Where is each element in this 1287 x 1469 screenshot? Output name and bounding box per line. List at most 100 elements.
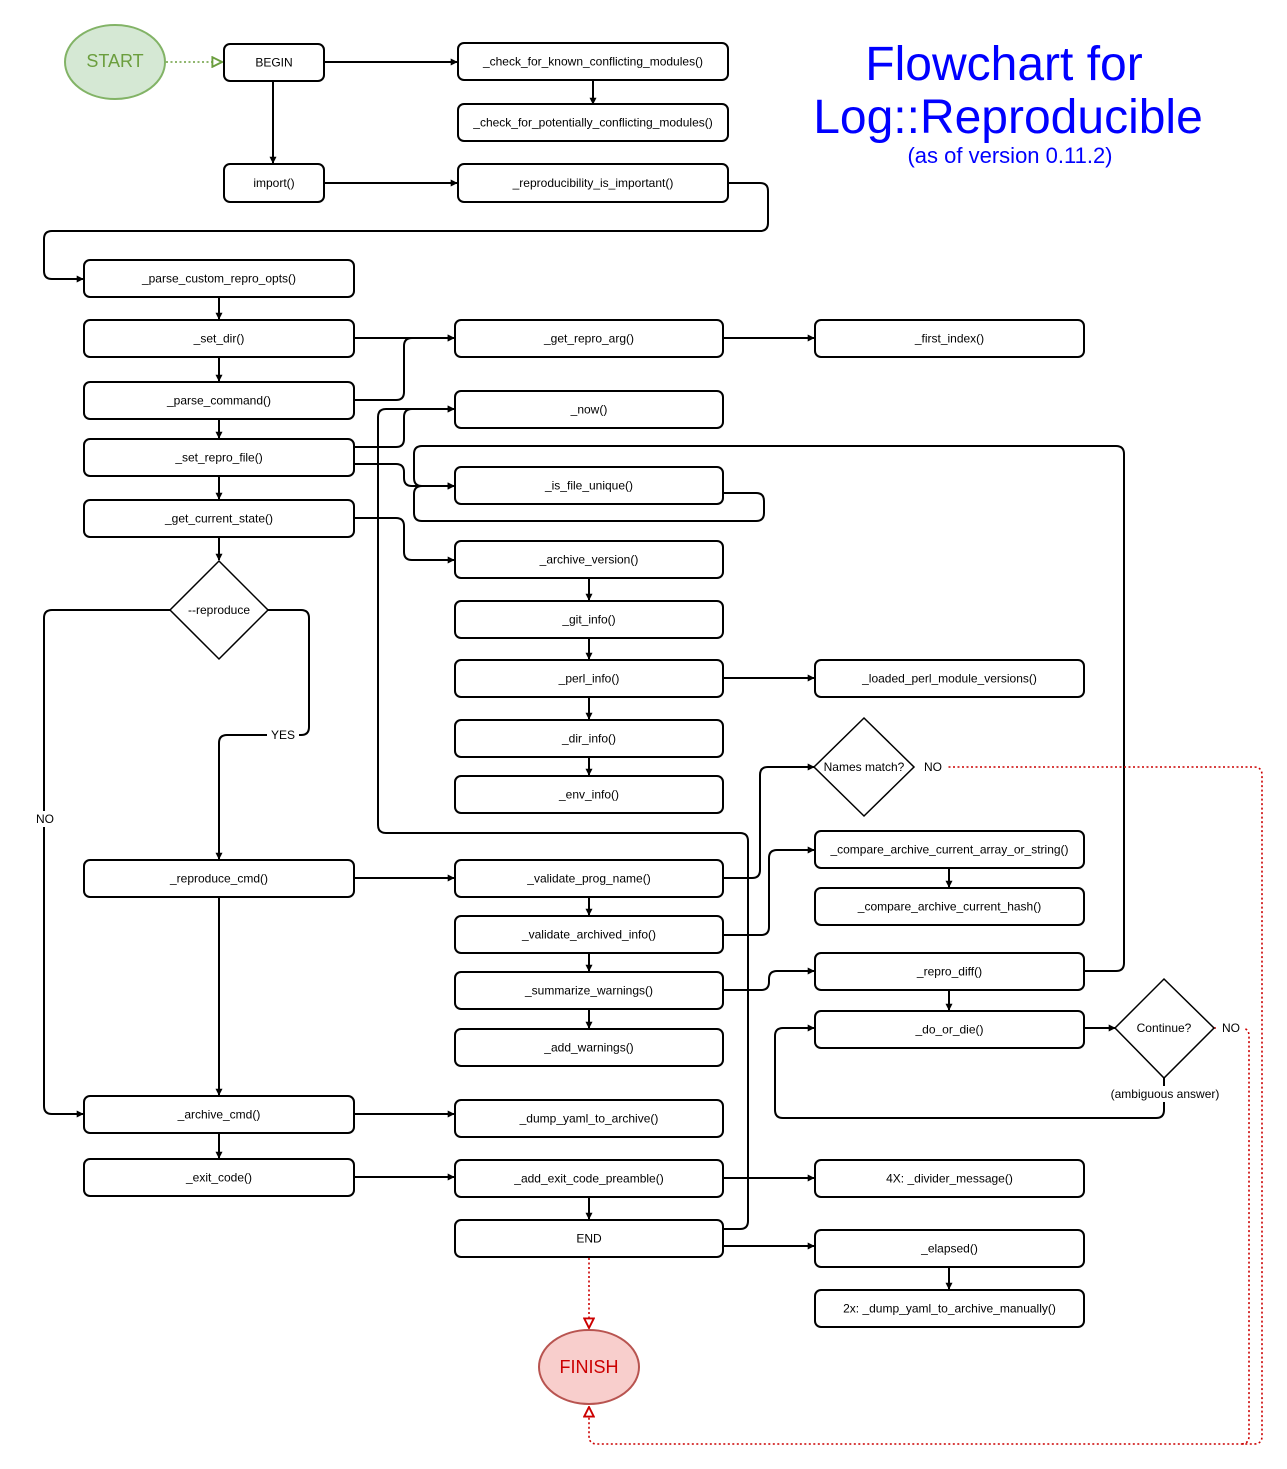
decision-reproduce-label: --reproduce [188,603,250,617]
node-set-dir[interactable]: _set_dir() [83,319,355,358]
node-elapsed[interactable]: _elapsed() [814,1229,1085,1268]
node-parse-custom[interactable]: _parse_custom_repro_opts() [83,259,355,298]
node-label: _loaded_perl_module_versions() [861,672,1037,686]
edge-names-match-no-finish [589,766,1263,1445]
node-check-known[interactable]: _check_for_known_conflicting_modules() [457,42,729,81]
node-validate-prog[interactable]: _validate_prog_name() [454,859,724,898]
finish-terminal[interactable]: FINISH [538,1329,640,1405]
edge-get-current-state-archive-version [354,517,455,564]
node-is-file-unique[interactable]: _is_file_unique() [454,466,724,505]
node-repro-important[interactable]: _reproducibility_is_important() [457,163,729,203]
node-summarize[interactable]: _summarize_warnings() [454,971,724,1010]
edge-validate-prog-names-match [723,763,815,879]
node-box [814,1289,1085,1328]
label-ambiguous-answer: (ambiguous answer) [1111,1087,1220,1101]
decision-names-match[interactable]: Names match? [812,716,916,818]
node-exit-code[interactable]: _exit_code() [83,1158,355,1197]
node-box [814,830,1085,869]
node-loaded-perl[interactable]: _loaded_perl_module_versions() [814,659,1085,698]
node-label: BEGIN [255,56,292,70]
decision-reproduce[interactable]: --reproduce [168,559,270,661]
node-label: _parse_custom_repro_opts() [141,272,296,286]
node-dump-yaml[interactable]: _dump_yaml_to_archive() [454,1099,724,1138]
node-box [457,103,729,142]
node-label: _dir_info() [561,732,616,746]
decision-names-match-label: Names match? [824,760,905,774]
edge-labels: YES NO NO NO (ambiguous answer) [32,727,1244,1102]
label-yes: YES [271,728,295,742]
decision-continue[interactable]: Continue? [1113,977,1216,1080]
node-box [83,1158,355,1197]
node-perl-info[interactable]: _perl_info() [454,659,724,698]
node-divider[interactable]: 4X: _divider_message() [814,1159,1085,1198]
node-do-or-die[interactable]: _do_or_die() [814,1010,1085,1049]
start-terminal[interactable]: START [64,24,166,100]
node-box [454,659,724,698]
node-repro-diff[interactable]: _repro_diff() [814,952,1085,991]
node-first-index[interactable]: _first_index() [814,319,1085,358]
finish-label: FINISH [559,1357,618,1377]
node-box [454,859,724,898]
node-compare-hash[interactable]: _compare_archive_current_hash() [814,887,1085,926]
node-box [83,381,355,420]
node-compare-array[interactable]: _compare_archive_current_array_or_string… [814,830,1085,869]
node-label: _check_for_known_conflicting_modules() [482,55,703,69]
node-box [454,971,724,1010]
node-box [454,390,724,429]
node-box [454,319,724,358]
node-label: _compare_archive_current_hash() [857,900,1041,914]
node-label: END [576,1232,602,1246]
node-label: _reproducibility_is_important() [512,176,674,190]
node-end[interactable]: END [454,1219,724,1258]
node-box [814,319,1085,358]
node-dump-manual[interactable]: 2x: _dump_yaml_to_archive_manually() [814,1289,1085,1328]
node-box [454,540,724,579]
node-box [223,163,325,203]
node-label: _add_exit_code_preamble() [513,1172,663,1186]
label-no-reproduce: NO [36,812,54,826]
edges [43,58,1165,1290]
node-add-warnings[interactable]: _add_warnings() [454,1028,724,1067]
node-label: _get_current_state() [164,512,273,526]
node-box [454,1159,724,1198]
edge-parse-command-get-repro-arg [354,334,455,401]
node-set-repro-file[interactable]: _set_repro_file() [83,438,355,477]
node-get-repro-arg[interactable]: _get_repro_arg() [454,319,724,358]
title-line-3: (as of version 0.11.2) [907,143,1112,168]
node-get-current-state[interactable]: _get_current_state() [83,499,355,538]
edge-reproduce-no-archive-cmd [43,609,170,1118]
node-dir-info[interactable]: _dir_info() [454,719,724,758]
node-parse-command[interactable]: _parse_command() [83,381,355,420]
node-validate-archived[interactable]: _validate_archived_info() [454,915,724,954]
node-archive-cmd[interactable]: _archive_cmd() [83,1095,355,1134]
node-begin[interactable]: BEGIN [223,43,325,82]
node-import[interactable]: import() [223,163,325,203]
node-add-exit-pre[interactable]: _add_exit_code_preamble() [454,1159,724,1198]
node-reproduce-cmd[interactable]: _reproduce_cmd() [83,859,355,898]
node-label: _now() [570,403,608,417]
node-box [454,1099,724,1138]
node-label: _add_warnings() [543,1041,633,1055]
node-label: _archive_version() [539,553,639,567]
node-check-potential[interactable]: _check_for_potentially_conflicting_modul… [457,103,729,142]
node-box [457,42,729,81]
node-label: _set_dir() [193,332,245,346]
node-label: _do_or_die() [914,1023,983,1037]
node-label: 4X: _divider_message() [886,1172,1013,1186]
edge-validate-archived-compare-array [723,846,815,936]
node-label: _first_index() [914,332,984,346]
node-archive-version[interactable]: _archive_version() [454,540,724,579]
node-now[interactable]: _now() [454,390,724,429]
node-box [223,43,325,82]
node-label: _validate_archived_info() [521,928,656,942]
node-box [457,163,729,203]
node-git-info[interactable]: _git_info() [454,600,724,639]
node-env-info[interactable]: _env_info() [454,775,724,814]
node-box [454,1028,724,1067]
node-label: _env_info() [558,788,619,802]
node-label: _reproduce_cmd() [169,872,268,886]
node-box [814,887,1085,926]
start-label: START [86,51,143,71]
node-label: _validate_prog_name() [526,872,650,886]
